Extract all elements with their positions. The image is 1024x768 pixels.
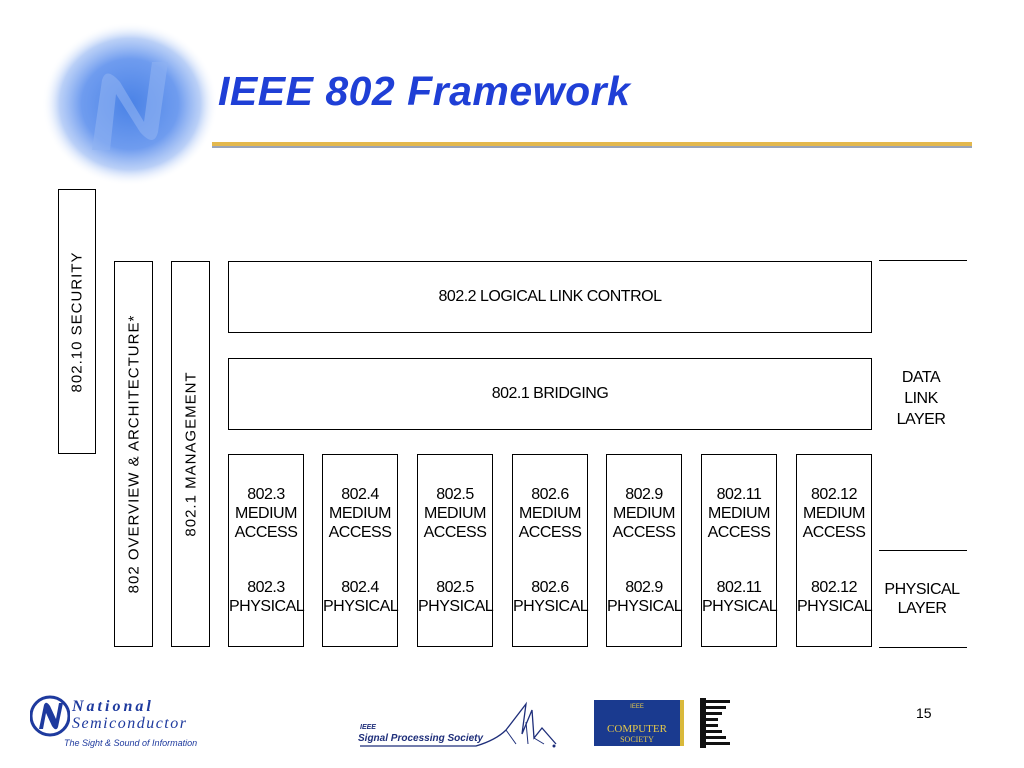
slide-title: IEEE 802 Framework (218, 68, 631, 114)
title-rule-shadow (212, 146, 972, 148)
signal-processing-society-logo (360, 701, 557, 748)
management-label: 802.1 MANAGEMENT (182, 371, 199, 537)
layer-divider-middle (879, 550, 967, 551)
bridging-label: 802.1 BRIDGING (491, 385, 609, 402)
overview-box: 802 OVERVIEW & ARCHITECTURE* (114, 261, 153, 647)
cs-name-line1: COMPUTER (607, 723, 667, 735)
security-label: 802.10 SECURITY (68, 251, 86, 392)
page-number: 15 (916, 705, 932, 721)
sps-ieee-label: IEEE (360, 724, 376, 731)
llc-label: 802.2 LOGICAL LINK CONTROL (438, 288, 662, 305)
computer-society-logo (594, 700, 684, 746)
overview-label: 802 OVERVIEW & ARCHITECTURE* (125, 314, 142, 594)
llc-box: 802.2 LOGICAL LINK CONTROL (228, 261, 872, 333)
management-box: 802.1 MANAGEMENT (171, 261, 210, 647)
national-tagline: The Sight & Sound of Information (64, 738, 198, 748)
sps-name-label: Signal Processing Society (358, 733, 484, 744)
national-globe-logo (42, 22, 218, 186)
cs-name-line2: SOCIETY (620, 735, 654, 744)
cs-ieee-label: IEEE (630, 704, 644, 710)
national-name: National (72, 698, 154, 715)
striped-emblem-icon (700, 698, 736, 748)
semiconductor-name: Semiconductor (72, 715, 188, 732)
security-box: 802.10 SECURITY (58, 189, 96, 454)
layer-divider-bottom (879, 647, 967, 648)
title-rule (212, 142, 972, 146)
bridging-box: 802.1 BRIDGING (228, 358, 872, 430)
layer-divider-top (879, 260, 967, 261)
national-semiconductor-logo (30, 695, 70, 737)
